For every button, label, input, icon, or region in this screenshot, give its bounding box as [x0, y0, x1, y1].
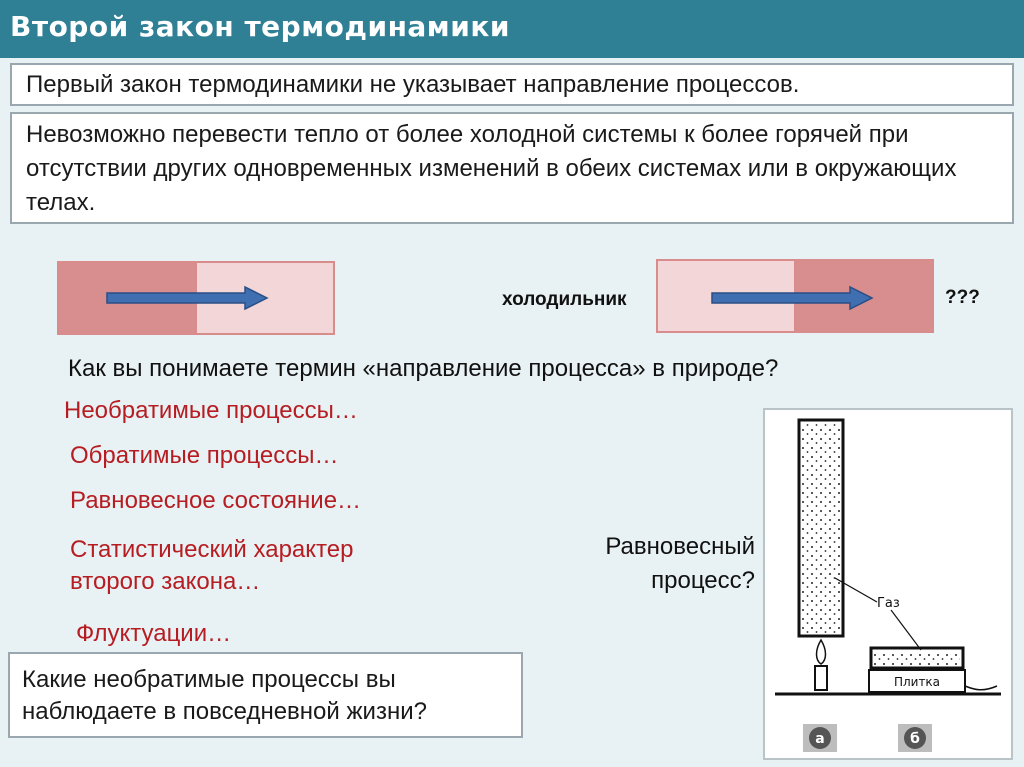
- first-law-statement: Первый закон термодинамики не указывает …: [10, 63, 1014, 106]
- topic-irreversible: Необратимые процессы…: [64, 397, 358, 424]
- heat-flow-arrow-right: [711, 285, 874, 311]
- gas-leader-2: [890, 609, 922, 651]
- label-b-badge: [898, 724, 932, 752]
- gas-column: [797, 418, 845, 638]
- topic-equilibrium: Равновесное состояние…: [70, 487, 362, 514]
- equilibrium-diagram: Плитка Газ а б: [763, 408, 1013, 760]
- topic-fluctuations: Флуктуации…: [76, 620, 232, 647]
- stove-label: Плитка: [894, 675, 940, 689]
- page-title: Второй закон термодинамики: [10, 10, 510, 43]
- label-b: б: [910, 731, 920, 747]
- everyday-question-line-1: Какие необратимые процессы вы: [22, 666, 396, 693]
- everyday-question-line-2: наблюдаете в повседневной жизни?: [22, 698, 427, 725]
- topic-statistical-1: Статистический характер: [70, 536, 354, 563]
- topic-statistical-2: второго закона…: [70, 568, 261, 595]
- equilibrium-line-1: Равновесный: [605, 533, 755, 560]
- diagram-drawing: Плитка Газ а б: [775, 418, 1001, 752]
- unknown-label: ???: [945, 287, 980, 308]
- topic-reversible: Обратимые процессы…: [70, 442, 339, 469]
- label-a: а: [815, 731, 824, 747]
- everyday-question: Какие необратимые процессы вы наблюдаете…: [8, 652, 523, 738]
- candle-icon: [814, 638, 828, 691]
- fridge-label: холодильник: [502, 289, 627, 310]
- title-bar: Второй закон термодинамики: [0, 0, 1024, 58]
- gas-layer: [869, 646, 965, 670]
- equilibrium-process-label: Равновесный процесс?: [560, 530, 755, 598]
- second-law-statement: Невозможно перевести тепло от более холо…: [10, 112, 1014, 224]
- heat-flow-arrow-left: [106, 285, 269, 311]
- gas-leader-1: [834, 577, 878, 603]
- equilibrium-line-2: процесс?: [651, 567, 755, 594]
- label-a-badge: [803, 724, 837, 752]
- stove-icon: [868, 669, 998, 693]
- gas-label: Газ: [877, 596, 900, 611]
- direction-question: Как вы понимаете термин «направление про…: [68, 355, 779, 382]
